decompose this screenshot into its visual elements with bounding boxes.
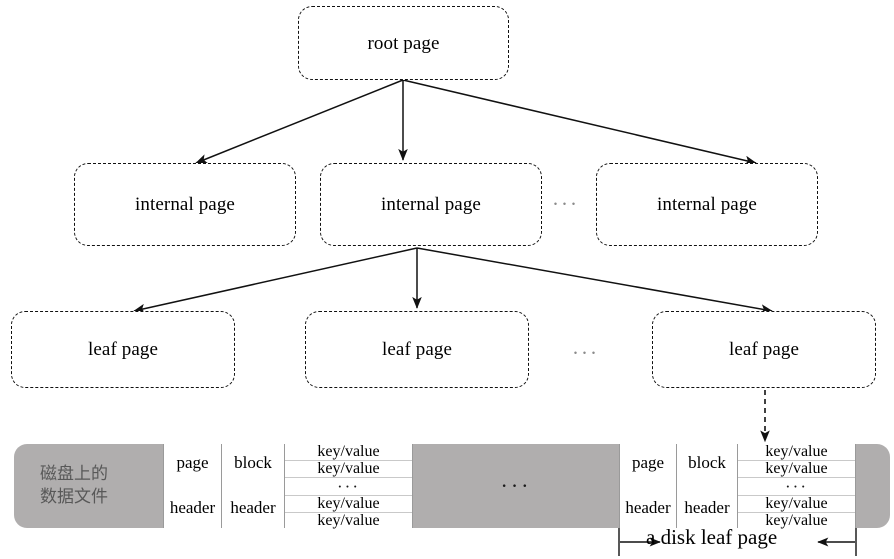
node-leaf-page-1-label: leaf page xyxy=(88,339,158,360)
disk-file-right-cap xyxy=(856,444,890,528)
node-internal-page-2-label: internal page xyxy=(381,194,481,215)
block-header-cell-2: block header xyxy=(677,444,738,528)
disk-data-file-bar: 磁盘上的 数据文件 page header block header xyxy=(14,444,890,529)
key-value-row: key/value xyxy=(765,512,828,529)
node-internal-page-3-label: internal page xyxy=(657,194,757,215)
node-leaf-page-3-label: leaf page xyxy=(729,339,799,360)
page-header-cell-2: page header xyxy=(619,444,677,528)
node-internal-page-3[interactable]: internal page xyxy=(596,163,818,246)
page-header-2-line-2: header xyxy=(625,498,671,518)
node-leaf-page-1[interactable]: leaf page xyxy=(11,311,235,388)
key-value-row: key/value xyxy=(317,512,380,529)
edges-internal-to-leaf xyxy=(133,247,773,314)
disk-file-middle-ellipsis: ··· xyxy=(500,473,532,498)
node-leaf-page-3[interactable]: leaf page xyxy=(652,311,876,388)
ellipsis-internal-level: ··· xyxy=(552,192,579,216)
key-value-row: key/value xyxy=(738,496,855,513)
key-value-rows-2: key/value key/value ··· key/value key/va… xyxy=(738,444,855,529)
key-value-row: key/value xyxy=(285,444,412,461)
page-header-1-line-1: page xyxy=(176,452,209,472)
page-header-2-line-1: page xyxy=(631,452,665,472)
block-header-1-line-2: header xyxy=(230,498,276,518)
node-root-page[interactable]: root page xyxy=(298,6,509,80)
key-value-rows-1: key/value key/value ··· key/value key/va… xyxy=(285,444,412,529)
disk-file-label-text: 磁盘上的 数据文件 xyxy=(40,463,108,509)
node-internal-page-1[interactable]: internal page xyxy=(74,163,296,246)
key-value-row: key/value xyxy=(285,496,412,513)
node-leaf-page-2-label: leaf page xyxy=(382,339,452,360)
key-value-row: key/value xyxy=(285,461,412,478)
disk-file-label-line-1: 磁盘上的 xyxy=(40,464,108,484)
block-header-cell-1: block header xyxy=(222,444,285,528)
ellipsis-leaf-level: ··· xyxy=(572,341,599,365)
disk-file-label-line-2: 数据文件 xyxy=(40,487,108,506)
key-value-rows-ellipsis: ··· xyxy=(285,478,412,496)
dimension-label-text: a disk leaf page xyxy=(646,525,778,549)
node-internal-page-1-label: internal page xyxy=(135,194,235,215)
block-header-1-line-1: block xyxy=(234,452,272,472)
key-value-row: key/value xyxy=(738,444,855,461)
node-leaf-page-2[interactable]: leaf page xyxy=(305,311,529,388)
block-header-2-line-1: block xyxy=(688,452,726,472)
node-internal-page-2[interactable]: internal page xyxy=(320,163,542,246)
edges-root-to-internal xyxy=(195,79,757,166)
dimension-a-disk-leaf-page xyxy=(618,528,857,556)
key-value-row: key/value xyxy=(738,461,855,478)
disk-file-label-block: 磁盘上的 数据文件 xyxy=(14,444,163,528)
key-value-column-2: key/value key/value ··· key/value key/va… xyxy=(738,444,856,529)
page-header-1-line-2: header xyxy=(169,498,216,518)
node-root-page-label: root page xyxy=(367,32,440,54)
page-header-cell-1: page header xyxy=(163,444,222,528)
disk-file-middle-gap: ··· xyxy=(413,444,619,528)
block-header-2-line-2: header xyxy=(684,498,730,518)
key-value-rows-ellipsis: ··· xyxy=(738,478,855,496)
key-value-column-1: key/value key/value ··· key/value key/va… xyxy=(285,444,413,529)
